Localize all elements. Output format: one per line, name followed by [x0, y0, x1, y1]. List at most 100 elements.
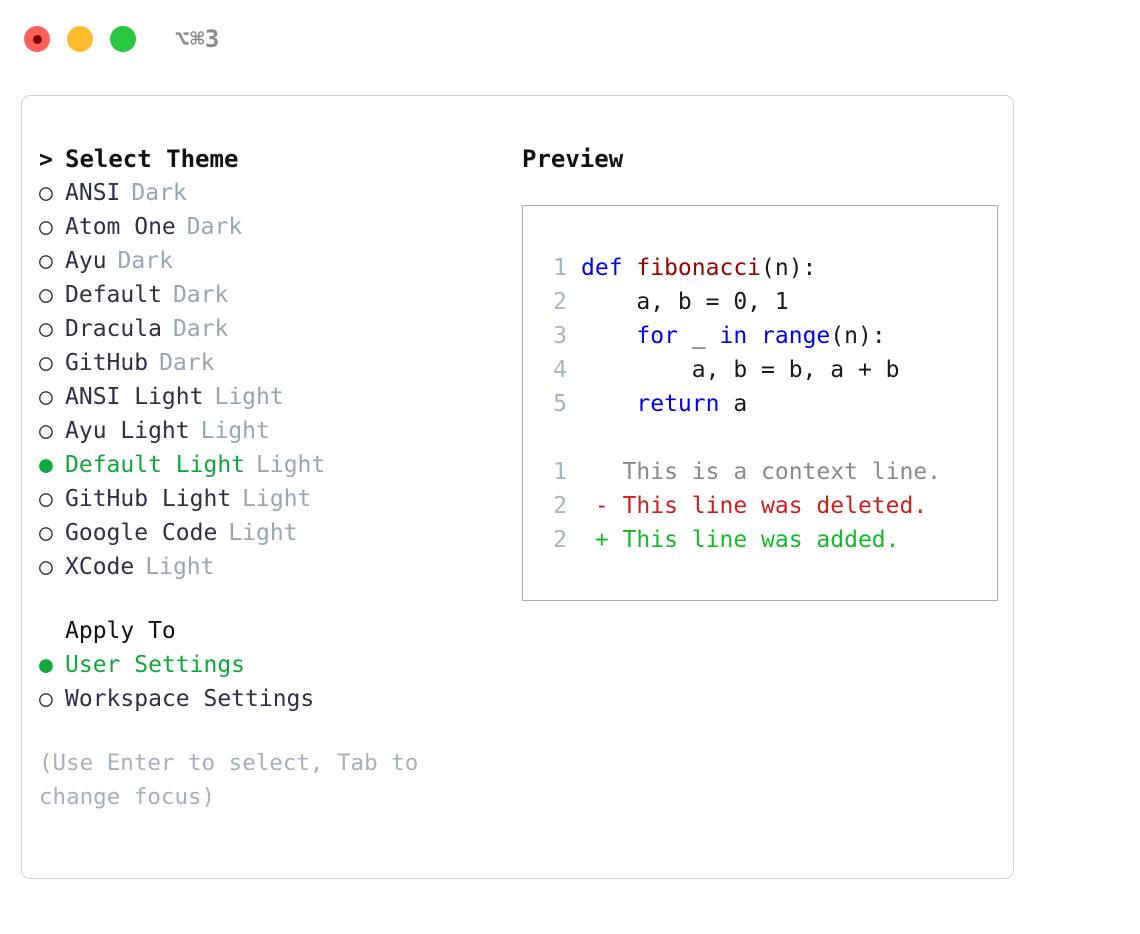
theme-list-item[interactable]: ○ Ayu Dark	[39, 244, 501, 278]
line-number: 2	[553, 493, 567, 519]
radio-unselected-icon: ○	[39, 554, 53, 580]
theme-kind-badge: Light	[228, 520, 298, 546]
radio-selected-icon: ●	[39, 452, 53, 478]
theme-kind-badge: Dark	[186, 214, 243, 240]
minimize-button[interactable]	[67, 26, 93, 52]
theme-list-item[interactable]: ○ Google Code Light	[39, 516, 501, 550]
diff-line: 1 This is a context line.	[537, 455, 997, 489]
theme-list-item[interactable]: ● Default Light Light	[39, 448, 501, 482]
code-token: (n):	[830, 323, 886, 349]
theme-kind-badge: Dark	[159, 350, 215, 376]
radio-unselected-icon: ○	[39, 350, 53, 376]
maximize-button[interactable]	[110, 26, 136, 52]
code-token: for	[636, 323, 678, 349]
theme-name: ANSI Light	[65, 384, 204, 410]
apply-to-label: Apply To	[65, 618, 176, 644]
code-line: 5 return a	[537, 387, 997, 421]
code-token: a	[719, 391, 748, 417]
keyboard-shortcut-label: ⌥⌘3	[175, 25, 220, 53]
radio-unselected-icon: ○	[39, 520, 53, 546]
theme-name: Dracula	[65, 316, 162, 342]
theme-kind-badge: Light	[256, 452, 326, 478]
line-number: 1	[553, 459, 567, 485]
section-spacer	[39, 584, 501, 614]
radio-unselected-icon: ○	[39, 180, 53, 206]
diff-line: 2 - This line was deleted.	[537, 489, 997, 523]
theme-name: Ayu	[65, 248, 107, 274]
theme-kind-badge: Dark	[117, 248, 173, 274]
diff-line: 2 + This line was added.	[537, 523, 997, 557]
line-number: 2	[553, 527, 567, 553]
select-theme-heading: > Select Theme	[39, 142, 501, 176]
code-token: (n):	[761, 255, 817, 281]
title-bar: ⌥⌘3	[0, 0, 1140, 78]
caret-icon: >	[39, 147, 53, 173]
radio-unselected-icon: ○	[39, 486, 53, 512]
diff-context-text: This is a context line.	[581, 459, 942, 485]
code-line: 2 a, b = 0, 1	[537, 285, 997, 319]
theme-kind-badge: Light	[200, 418, 270, 444]
radio-unselected-icon: ○	[39, 248, 53, 274]
window-controls	[24, 26, 136, 52]
code-line: 4 a, b = b, a + b	[537, 353, 997, 387]
code-token: fibonacci	[636, 255, 762, 281]
code-line: 3 for _ in range(n):	[537, 319, 997, 353]
line-number: 2	[553, 289, 567, 315]
keyboard-hint: (Use Enter to select, Tab to change focu…	[39, 750, 432, 810]
radio-unselected-icon: ○	[39, 384, 53, 410]
code-token: a, b = b, a + b	[581, 357, 900, 383]
theme-name: GitHub	[65, 350, 149, 376]
theme-kind-badge: Light	[145, 554, 215, 580]
theme-name: GitHub Light	[65, 486, 232, 512]
code-token	[581, 391, 636, 417]
theme-list-item[interactable]: ○ XCode Light	[39, 550, 501, 584]
code-token: range	[761, 323, 831, 349]
theme-name: ANSI	[65, 180, 121, 206]
theme-name: Atom One	[65, 214, 176, 240]
page-title: Select Theme	[65, 145, 239, 173]
diff-spacer	[537, 421, 997, 455]
theme-kind-badge: Dark	[131, 180, 187, 206]
theme-name: Default	[65, 282, 162, 308]
radio-unselected-icon: ○	[39, 316, 53, 342]
diff-sample: 1 This is a context line.2 - This line w…	[537, 455, 997, 557]
apply-to-option[interactable]: ● User Settings	[39, 648, 501, 682]
theme-list-item[interactable]: ○ GitHub Dark	[39, 346, 501, 380]
code-token: in	[719, 323, 762, 349]
radio-selected-icon: ●	[39, 652, 53, 678]
theme-name: Ayu Light	[65, 418, 190, 444]
preview-heading: Preview	[522, 145, 624, 173]
theme-name: Default Light	[65, 452, 246, 478]
theme-list-item[interactable]: ○ Default Dark	[39, 278, 501, 312]
close-button[interactable]	[24, 26, 50, 52]
theme-kind-badge: Dark	[172, 282, 229, 308]
code-token: a, b = 0, 1	[581, 289, 789, 315]
line-number: 5	[553, 391, 567, 417]
radio-unselected-icon: ○	[39, 282, 53, 308]
radio-unselected-icon: ○	[39, 686, 53, 712]
apply-to-list: ● User Settings ○ Workspace Settings	[39, 648, 501, 716]
apply-to-option-label: User Settings	[65, 652, 246, 678]
diff-deleted-text: - This line was deleted.	[581, 493, 928, 519]
apply-to-option[interactable]: ○ Workspace Settings	[39, 682, 501, 716]
code-token	[581, 323, 636, 349]
code-token: _	[677, 323, 720, 349]
apply-to-option-label: Workspace Settings	[65, 686, 315, 712]
theme-list-item[interactable]: ○ ANSI Dark	[39, 176, 501, 210]
theme-name: XCode	[65, 554, 135, 580]
theme-name: Google Code	[65, 520, 218, 546]
line-number: 4	[553, 357, 567, 383]
line-number: 1	[553, 255, 567, 281]
